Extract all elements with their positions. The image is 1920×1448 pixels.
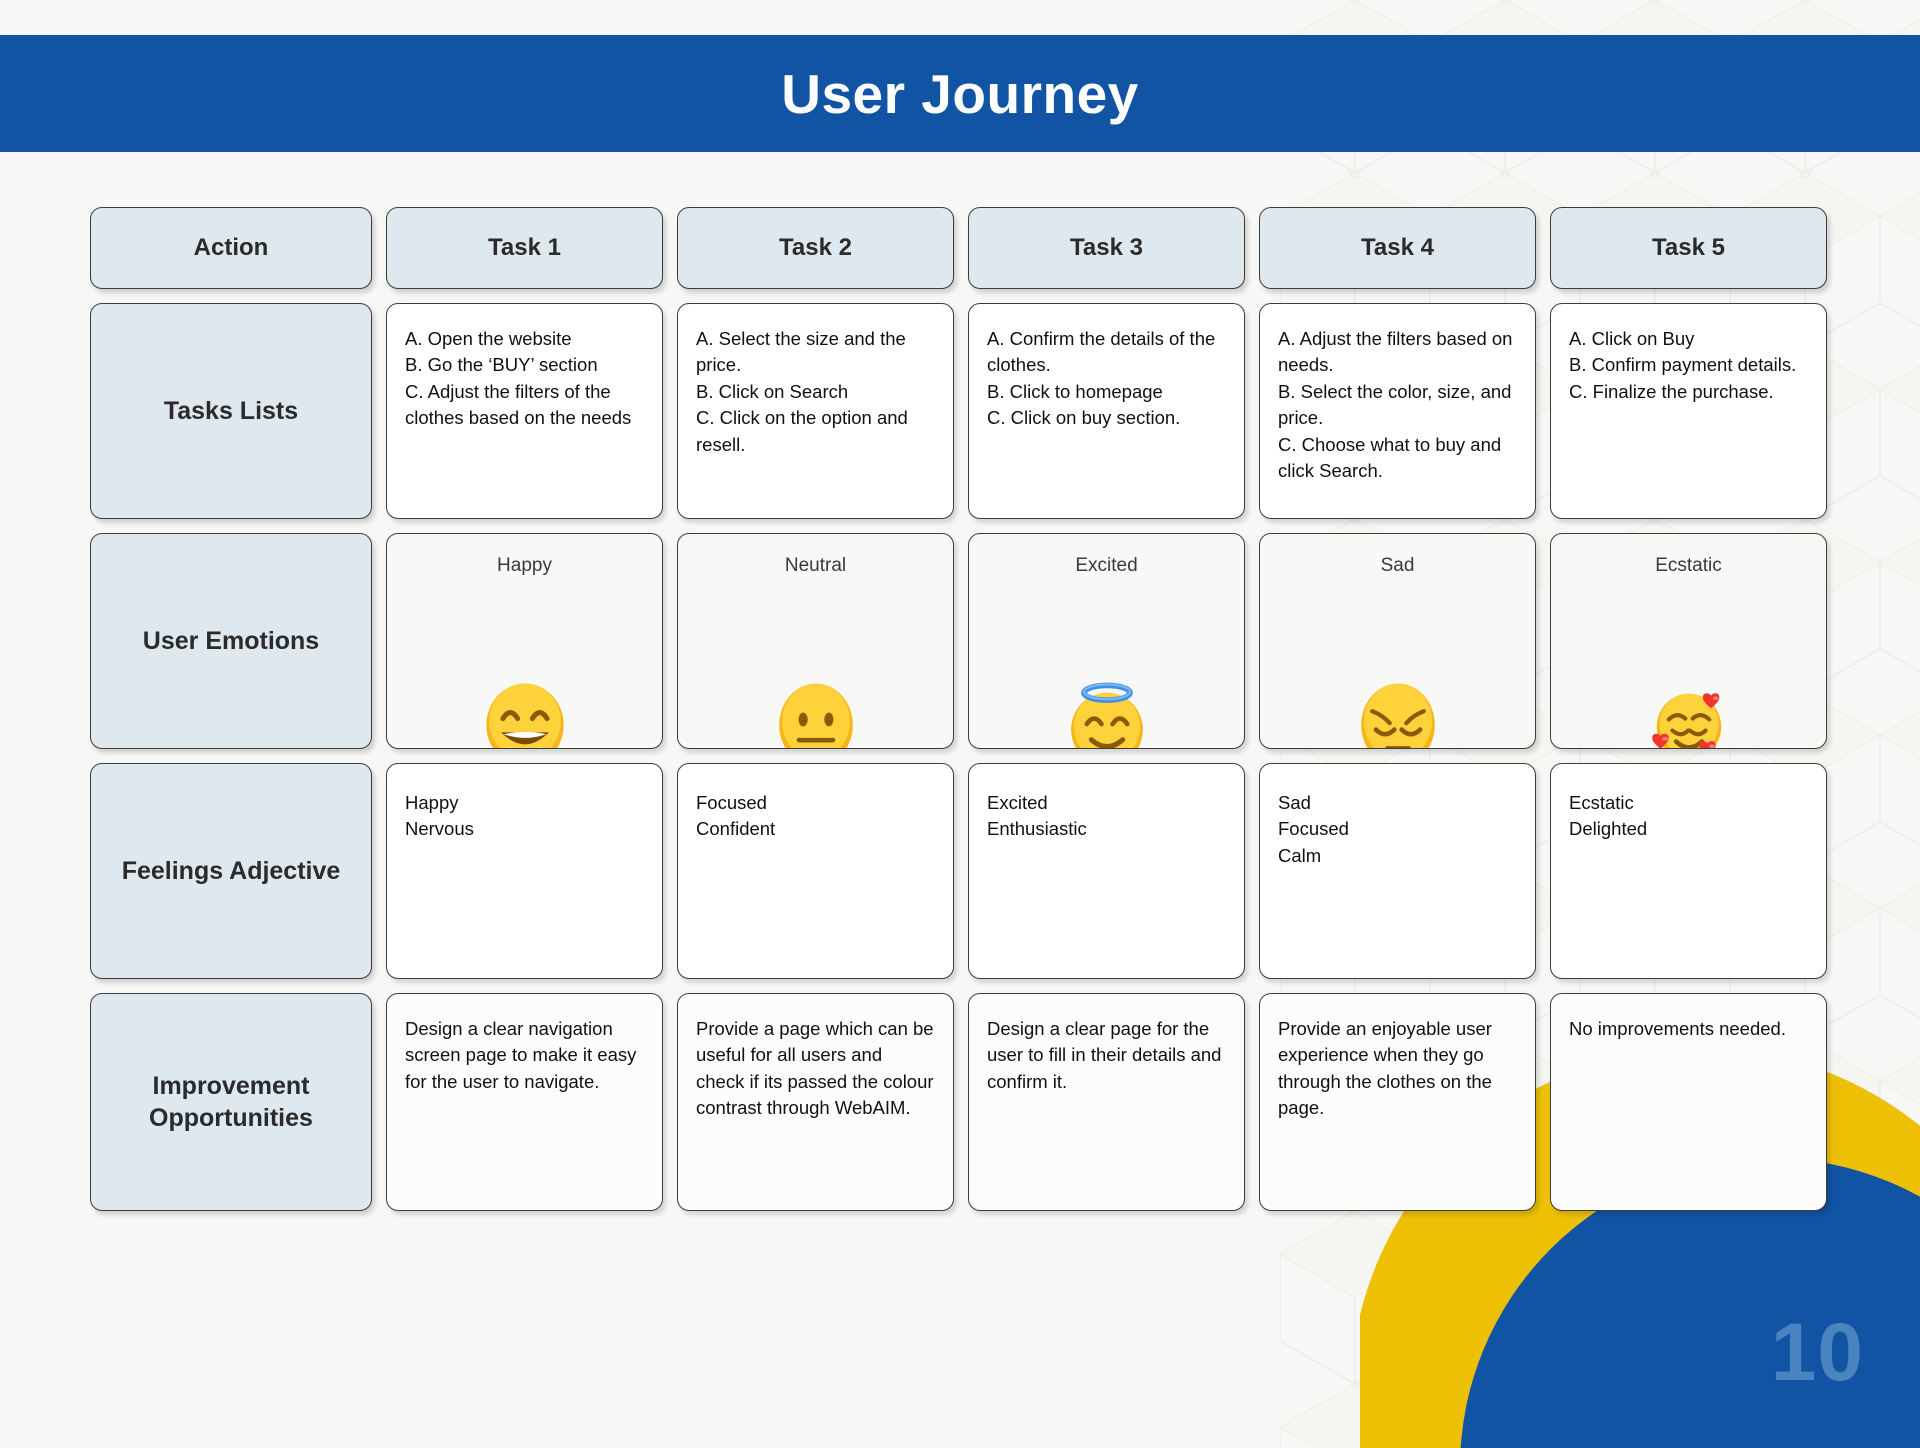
grid-header-row: Action Task 1 Task 2 Task 3 Task 4 Task … (90, 207, 1839, 289)
column-header-action: Action (90, 207, 372, 289)
feelings-cell-task-1: Happy Nervous (386, 763, 663, 979)
smiling-face-with-halo-emoji (1061, 587, 1153, 748)
feelings-cell-task-2: Focused Confident (677, 763, 954, 979)
smiling-face-with-hearts-emoji (1643, 587, 1735, 748)
row-label-user-emotions: User Emotions (90, 533, 372, 749)
column-header-task-4: Task 4 (1259, 207, 1536, 289)
emotion-label-task-4: Sad (1380, 555, 1415, 576)
page-title: User Journey (781, 62, 1139, 125)
row-label-feelings-adjective: Feelings Adjective (90, 763, 372, 979)
feelings-cell-task-3: Excited Enthusiastic (968, 763, 1245, 979)
page-number: 10 (1770, 1307, 1864, 1398)
grinning-face-with-smiling-eyes-emoji (479, 587, 571, 748)
emotion-label-task-2: Neutral (784, 555, 847, 576)
emotion-label-task-1: Happy (497, 555, 552, 576)
emotion-label-task-3: Excited (1075, 555, 1138, 576)
column-header-task-3: Task 3 (968, 207, 1245, 289)
tasks-lists-cell-task-3: A. Confirm the details of the clothes. B… (968, 303, 1245, 519)
user-emotions-cell-task-5: Ecstatic (1550, 533, 1827, 749)
improvement-cell-task-5: No improvements needed. (1550, 993, 1827, 1211)
emotion-label-task-5: Ecstatic (1655, 555, 1722, 576)
grid-row-user-emotions: User Emotions Happy (90, 533, 1839, 749)
neutral-face-emoji (770, 587, 862, 748)
tasks-lists-cell-task-5: A. Click on Buy B. Confirm payment detai… (1550, 303, 1827, 519)
page-header-bar: User Journey (0, 35, 1920, 152)
row-label-improvement-opportunities: Improvement Opportunities (90, 993, 372, 1211)
user-emotions-cell-task-4: Sad (1259, 533, 1536, 749)
user-journey-grid: Action Task 1 Task 2 Task 3 Task 4 Task … (90, 207, 1839, 1225)
grid-row-feelings-adjective: Feelings Adjective Happy Nervous Focused… (90, 763, 1839, 979)
feelings-cell-task-5: Ecstatic Delighted (1550, 763, 1827, 979)
tasks-lists-cell-task-2: A. Select the size and the price. B. Cli… (677, 303, 954, 519)
pensive-face-emoji (1352, 587, 1444, 748)
tasks-lists-cell-task-4: A. Adjust the filters based on needs. B.… (1259, 303, 1536, 519)
feelings-cell-task-4: Sad Focused Calm (1259, 763, 1536, 979)
grid-row-tasks-lists: Tasks Lists A. Open the website B. Go th… (90, 303, 1839, 519)
column-header-task-5: Task 5 (1550, 207, 1827, 289)
tasks-lists-cell-task-1: A. Open the website B. Go the ‘BUY’ sect… (386, 303, 663, 519)
improvement-cell-task-1: Design a clear navigation screen page to… (386, 993, 663, 1211)
grid-row-improvement-opportunities: Improvement Opportunities Design a clear… (90, 993, 1839, 1211)
column-header-task-1: Task 1 (386, 207, 663, 289)
row-label-tasks-lists: Tasks Lists (90, 303, 372, 519)
improvement-cell-task-4: Provide an enjoyable user experience whe… (1259, 993, 1536, 1211)
improvement-cell-task-2: Provide a page which can be useful for a… (677, 993, 954, 1211)
improvement-cell-task-3: Design a clear page for the user to fill… (968, 993, 1245, 1211)
column-header-task-2: Task 2 (677, 207, 954, 289)
user-emotions-cell-task-2: Neutral (677, 533, 954, 749)
user-emotions-cell-task-1: Happy (386, 533, 663, 749)
user-emotions-cell-task-3: Excited (968, 533, 1245, 749)
